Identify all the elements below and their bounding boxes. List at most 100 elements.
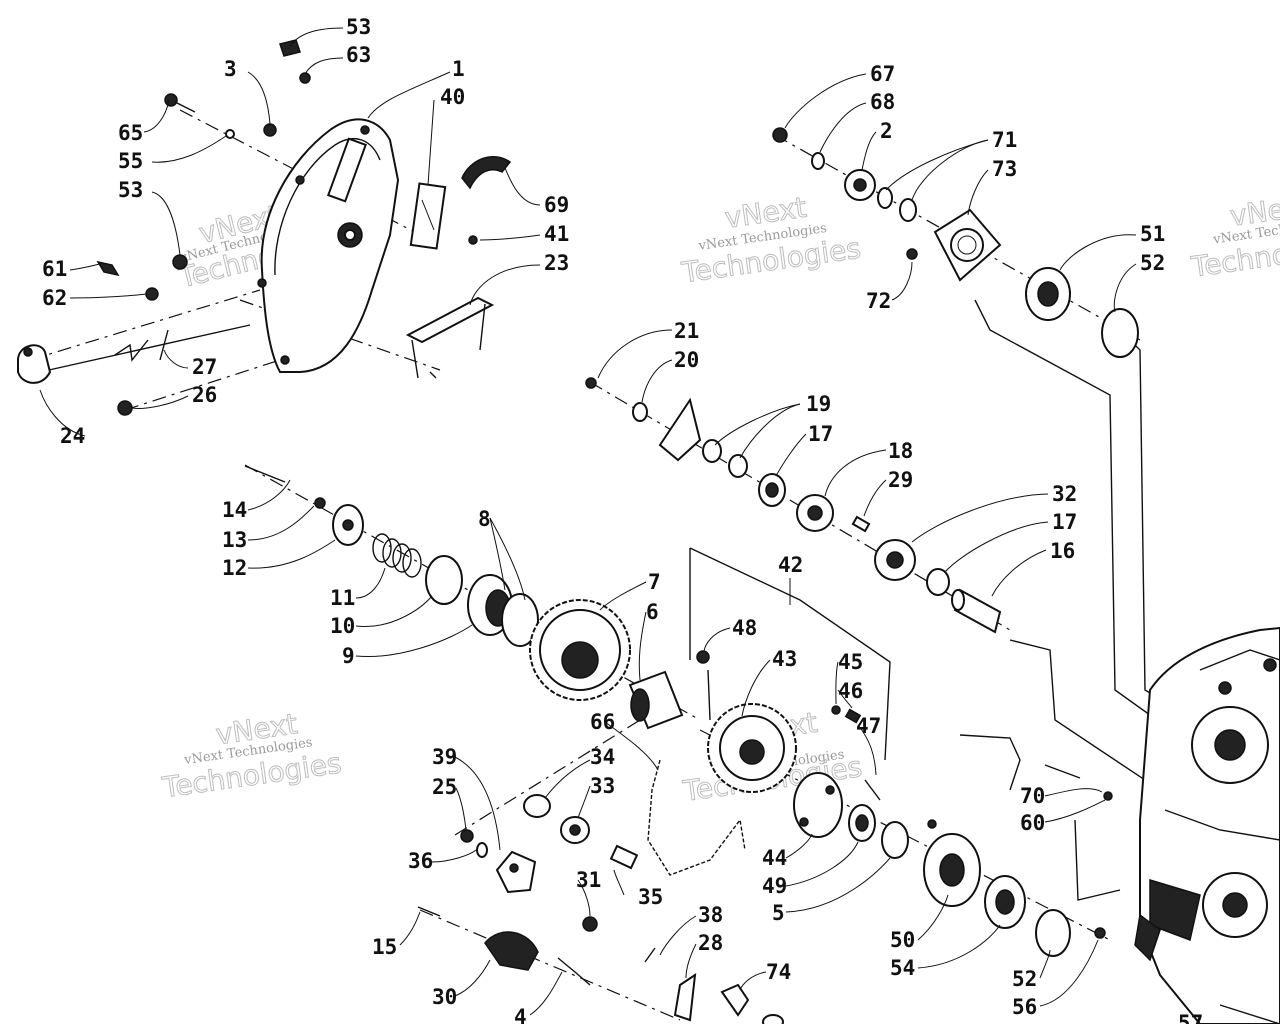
chaincase-cover xyxy=(257,118,400,373)
hose-69 xyxy=(461,156,512,190)
countershaft-group xyxy=(585,377,1002,634)
callout-69: 69 xyxy=(544,193,569,217)
callout-13: 13 xyxy=(222,528,247,552)
routing-line xyxy=(1074,819,1121,901)
callout-34: 34 xyxy=(590,745,615,769)
shaft-24 xyxy=(17,324,251,384)
callout-50: 50 xyxy=(890,928,915,952)
callout-53: 53 xyxy=(346,15,371,39)
seal-ring-52 xyxy=(1101,308,1139,358)
callout-20: 20 xyxy=(674,348,699,372)
clip-74 xyxy=(720,983,750,1017)
brake-caliper-44 xyxy=(793,772,843,838)
callout-5: 5 xyxy=(772,901,785,925)
callout-53-b: 53 xyxy=(118,178,143,202)
callout-33: 33 xyxy=(590,774,615,798)
callout-16: 16 xyxy=(1050,539,1075,563)
tensioner-group xyxy=(417,794,784,1029)
bearing-17-upper xyxy=(758,473,786,507)
spacer-35 xyxy=(609,844,639,870)
callout-66: 66 xyxy=(590,710,615,734)
plate-20 xyxy=(658,397,702,462)
callout-54: 54 xyxy=(890,956,915,980)
bearing-49 xyxy=(848,804,876,842)
axis-line xyxy=(974,299,1186,741)
pin-27 xyxy=(159,329,169,361)
bracket-42-frame xyxy=(689,547,891,761)
callout-32: 32 xyxy=(1052,482,1077,506)
callout-72: 72 xyxy=(866,289,891,313)
spring-4 xyxy=(557,957,591,986)
sprocket-7 xyxy=(529,599,631,701)
callout-46: 46 xyxy=(838,679,863,703)
callout-45: 45 xyxy=(838,650,863,674)
bolt-47 xyxy=(864,779,881,801)
callout-57: 57 xyxy=(1178,1011,1203,1024)
spring-46 xyxy=(844,708,862,724)
callout-39: 39 xyxy=(432,745,457,769)
callout-38: 38 xyxy=(698,903,723,927)
callout-21: 21 xyxy=(674,319,699,343)
clutch-stack xyxy=(244,465,539,647)
axis-line xyxy=(1009,639,1161,791)
callout-74: 74 xyxy=(766,960,791,984)
nut-48 xyxy=(696,650,710,664)
callout-31: 31 xyxy=(576,868,601,892)
callout-10: 10 xyxy=(330,614,355,638)
axis-line xyxy=(419,909,681,1021)
callout-36: 36 xyxy=(408,849,433,873)
spring-11 xyxy=(372,533,422,578)
callout-63: 63 xyxy=(346,43,371,67)
seal-52-lower xyxy=(1035,909,1071,957)
callout-51: 51 xyxy=(1140,222,1165,246)
cover-plate-40 xyxy=(409,182,447,250)
bearing-flange-73 xyxy=(933,208,1002,282)
callout-73: 73 xyxy=(992,157,1017,181)
bearing-51 xyxy=(1025,267,1071,321)
leader-lines xyxy=(39,27,1137,1016)
watermark-top-right: vNext vNext Technologies Technologies xyxy=(1188,188,1280,284)
axis-line xyxy=(699,729,1111,941)
crankcase-housing xyxy=(1134,626,1280,1025)
arm-28 xyxy=(673,972,697,1022)
callout-17-b: 17 xyxy=(1052,510,1077,534)
spring-break xyxy=(114,339,149,362)
flange-50 xyxy=(923,833,981,907)
screw-45 xyxy=(831,705,841,715)
block-39 xyxy=(495,850,537,894)
callout-62: 62 xyxy=(42,286,67,310)
stud-70 xyxy=(1044,764,1113,801)
callout-labels: 53 63 3 1 40 65 55 53 69 41 23 61 62 27 … xyxy=(42,15,1203,1029)
watermark-mid-left: vNext vNext Technologies Technologies xyxy=(159,707,344,805)
callout-35: 35 xyxy=(638,885,663,909)
callout-15: 15 xyxy=(372,935,397,959)
gear-6 xyxy=(628,670,684,730)
callout-1: 1 xyxy=(452,57,465,81)
watermark-top-center: vNext vNext Technologies Technologies xyxy=(679,190,864,290)
callout-60: 60 xyxy=(1020,811,1045,835)
callout-40: 40 xyxy=(440,85,465,109)
callout-70: 70 xyxy=(1020,784,1045,808)
callout-56: 56 xyxy=(1012,995,1037,1019)
callout-6: 6 xyxy=(646,600,659,624)
chain-66 xyxy=(647,759,746,876)
spacer-16 xyxy=(951,588,1002,634)
callout-4: 4 xyxy=(514,1005,527,1024)
sprocket-18 xyxy=(796,494,834,532)
callout-7: 7 xyxy=(648,570,661,594)
callout-19: 19 xyxy=(806,392,831,416)
callout-17: 17 xyxy=(808,422,833,446)
callout-11: 11 xyxy=(330,586,355,610)
callout-3: 3 xyxy=(224,57,237,81)
callout-14: 14 xyxy=(222,498,247,522)
callout-8: 8 xyxy=(478,507,491,531)
sprocket-32 xyxy=(874,539,916,581)
callout-68: 68 xyxy=(870,90,895,114)
callout-29: 29 xyxy=(888,468,913,492)
roller-34 xyxy=(523,794,551,818)
routing-line xyxy=(959,734,1021,791)
sprocket-2 xyxy=(844,169,876,201)
callout-28: 28 xyxy=(698,931,723,955)
callout-55: 55 xyxy=(118,149,143,173)
